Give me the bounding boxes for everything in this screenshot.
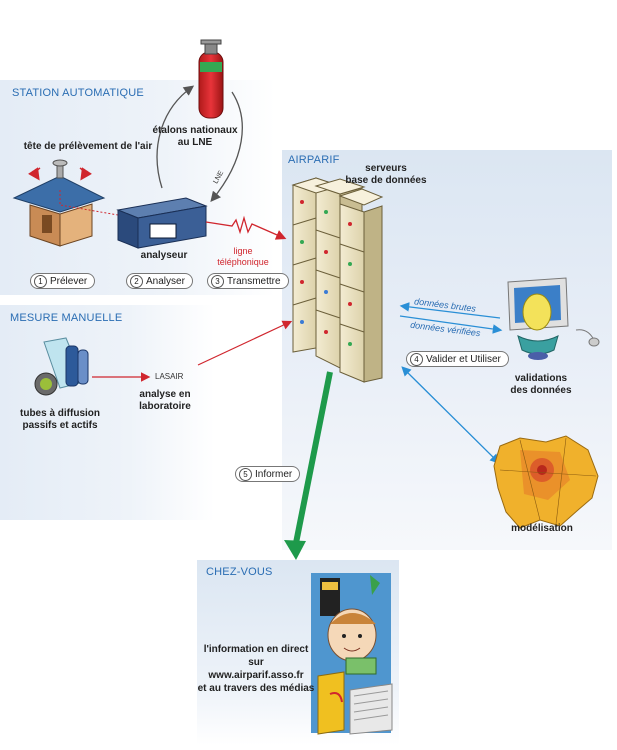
ile-de-france-map-icon [493,435,599,529]
sampling-station-icon [12,159,106,247]
label-tete-prelevement: tête de prélèvement de l'air [23,141,153,152]
label-analyseur: analyseur [140,250,188,261]
gas-cylinder-icon [198,39,224,119]
analyser-icon [116,197,208,249]
mesure-manuelle-panel [0,305,215,520]
operator-computer-icon [507,277,600,360]
servers-icon [291,177,384,383]
information-media-illustration [311,573,393,735]
section-title-airparif: AIRPARIF [288,154,340,166]
diffusion-tubes-icon [34,337,89,396]
label-lasair: LASAIR [155,372,184,381]
section-title-station: STATION AUTOMATIQUE [12,87,144,99]
section-title-chez-vous: CHEZ-VOUS [206,566,273,578]
label-modelisation: modélisation [511,523,573,534]
section-title-mesure: MESURE MANUELLE [10,312,123,324]
